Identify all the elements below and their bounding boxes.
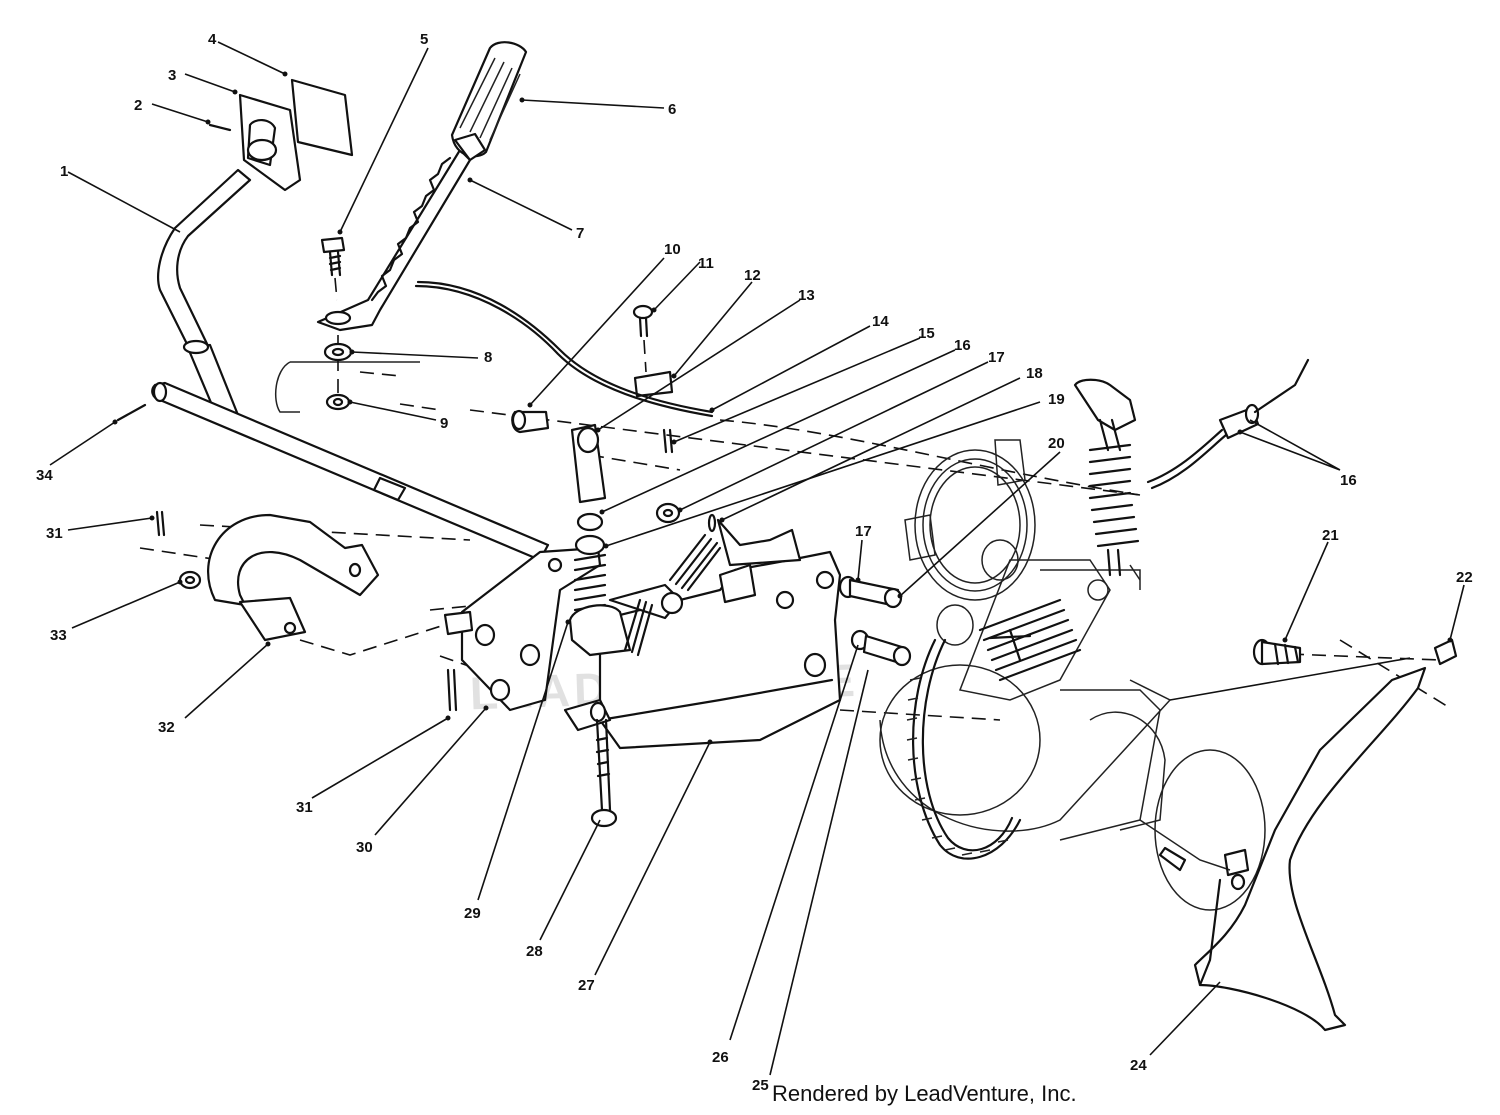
callout-15: 15: [918, 325, 935, 342]
spring-yoke-29: [568, 423, 684, 657]
callout-20: 20: [1048, 435, 1065, 452]
pedal-pad-cover: [290, 78, 354, 157]
clevis-pin-10: [511, 409, 550, 434]
callout-33: 33: [50, 627, 67, 644]
callout-4: 4: [208, 31, 217, 48]
brake-lever-24: [1193, 638, 1458, 1032]
callout-11: 11: [698, 255, 714, 272]
callout-5: 5: [420, 31, 428, 48]
callout-18: 18: [1026, 365, 1043, 382]
callout-2: 2: [134, 97, 142, 114]
callout-29: 29: [464, 905, 481, 922]
callout-34: 34: [36, 467, 53, 484]
callout-22: 22: [1456, 569, 1473, 586]
callout-1: 1: [60, 163, 68, 180]
cable-conduit-16: [1073, 358, 1310, 577]
rendered-by-credit: Rendered by LeadVenture, Inc.: [772, 1081, 1077, 1106]
callout-3: 3: [168, 67, 176, 84]
callout-7: 7: [576, 225, 584, 242]
callout-31-bottom: 31: [296, 799, 313, 816]
clutch-pedal-arm: [157, 168, 252, 426]
callout-27: 27: [578, 977, 595, 994]
callout-25: 25: [752, 1077, 769, 1094]
screw-clamp-11-12: [632, 304, 674, 398]
bolts-17-20: [838, 575, 912, 667]
callout-32: 32: [158, 719, 175, 736]
callout-16-right: 16: [1340, 472, 1357, 489]
mounting-plate-30: [443, 546, 602, 712]
callout-12: 12: [744, 267, 761, 284]
callout-6: 6: [668, 101, 676, 118]
callout-19: 19: [1048, 391, 1065, 408]
washer-nut-8-9: [323, 335, 353, 411]
drive-chain: [906, 638, 1022, 860]
bracket-plate-27: [598, 550, 842, 750]
callout-8: 8: [484, 349, 492, 366]
callout-28: 28: [526, 943, 543, 960]
callout-17-mid: 17: [855, 523, 872, 540]
callout-10: 10: [664, 241, 681, 258]
callout-24: 24: [1130, 1057, 1147, 1074]
bolt-part-5: [320, 236, 346, 301]
callout-9: 9: [440, 415, 448, 432]
cable-14: [414, 280, 1141, 496]
pin-15: [662, 428, 674, 454]
bolt-21: [1252, 638, 1302, 666]
return-spring: [668, 518, 802, 604]
brake-pedal-lever: [316, 41, 528, 332]
leader-lines: [49, 41, 1465, 1076]
callout-30: 30: [356, 839, 373, 856]
pedal-pad-assembly: [208, 93, 302, 192]
clutch-band: [207, 513, 380, 642]
long-bolt-28: [563, 698, 618, 828]
callout-21: 21: [1322, 527, 1339, 544]
callout-13: 13: [798, 287, 815, 304]
transmission-assembly: [879, 439, 1266, 911]
callout-labels: 1 2 3 4 5 6 7 8 9 10 11 12 13 14 15 16 1…: [36, 31, 1473, 1094]
nuts-17-18: [655, 502, 717, 533]
callout-14: 14: [872, 313, 889, 330]
callout-26: 26: [712, 1049, 729, 1066]
cross-shaft: [116, 381, 550, 562]
callout-17-top: 17: [988, 349, 1005, 366]
callout-16-top: 16: [954, 337, 971, 354]
callout-31-top: 31: [46, 525, 63, 542]
